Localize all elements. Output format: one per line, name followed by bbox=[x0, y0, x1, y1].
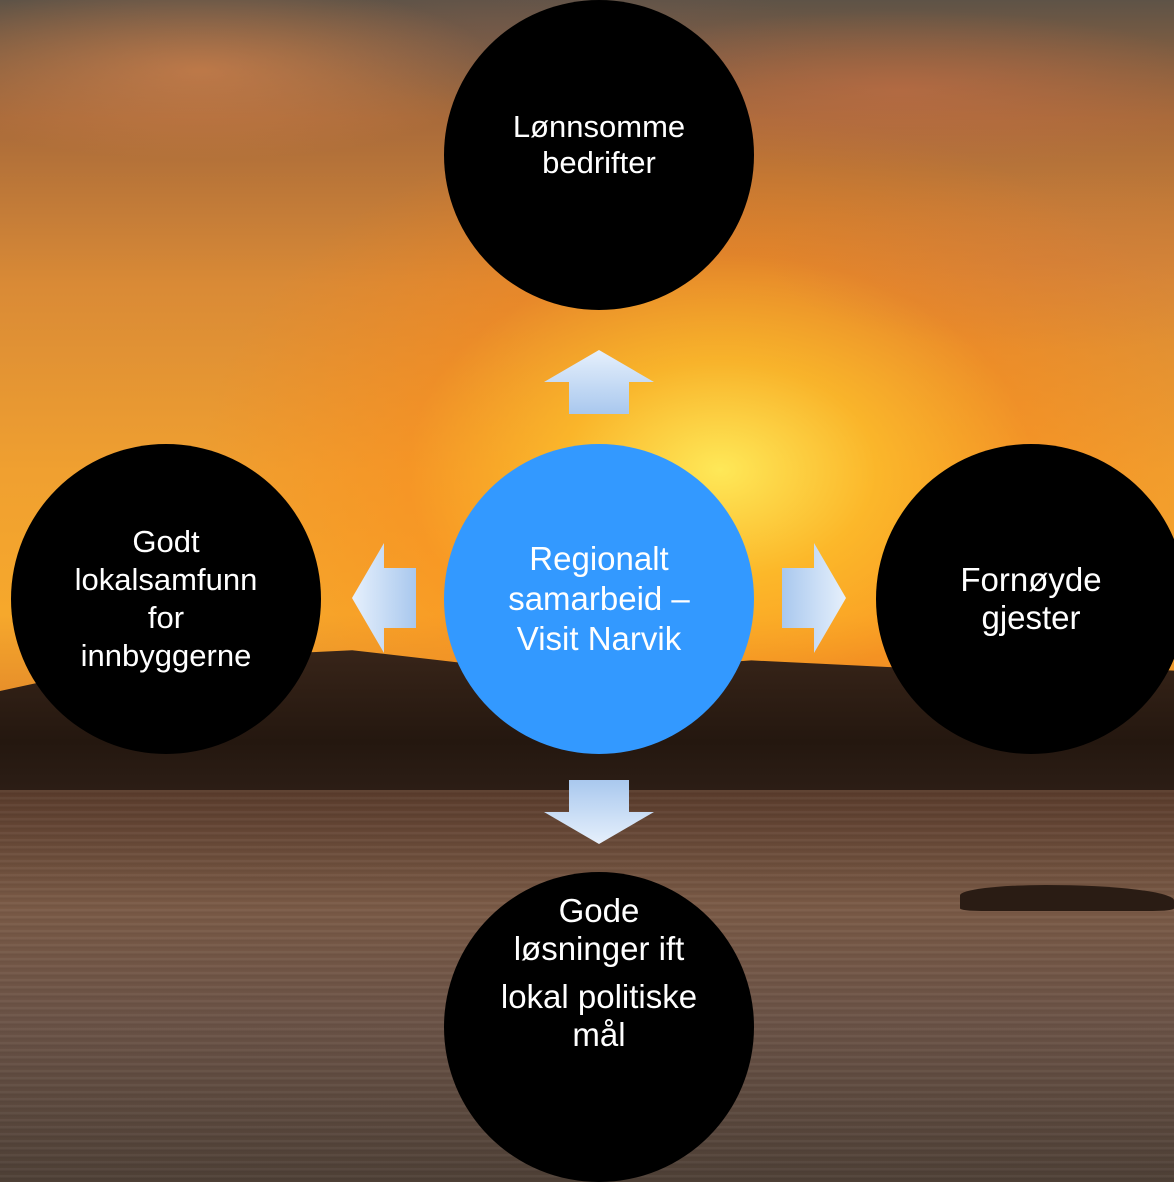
arrow-left-icon bbox=[352, 543, 416, 653]
arrow-down-icon bbox=[544, 780, 654, 844]
node-profitable-businesses: Lønnsomme bedrifter bbox=[444, 0, 754, 310]
node-bottom-label-1: Gode løsninger ift bbox=[513, 892, 685, 967]
node-satisfied-guests: Fornøyde gjester bbox=[876, 444, 1174, 754]
node-right-label: Fornøyde gjester bbox=[960, 561, 1102, 636]
arrow-up-icon bbox=[544, 350, 654, 414]
node-regional-cooperation: Regionalt samarbeid – Visit Narvik bbox=[444, 444, 754, 754]
node-good-community: Godt lokalsamfunn for innbyggerne bbox=[11, 444, 321, 754]
islet-silhouette bbox=[960, 885, 1174, 911]
node-good-solutions: Gode løsninger ift lokal politiske mål bbox=[444, 872, 754, 1182]
node-center-label: Regionalt samarbeid – Visit Narvik bbox=[508, 540, 690, 657]
node-left-label: Godt lokalsamfunn for innbyggerne bbox=[74, 524, 258, 673]
arrow-right-icon bbox=[782, 543, 846, 653]
node-top-label: Lønnsomme bedrifter bbox=[512, 109, 686, 180]
node-bottom-label-2: lokal politiske mål bbox=[500, 978, 698, 1053]
